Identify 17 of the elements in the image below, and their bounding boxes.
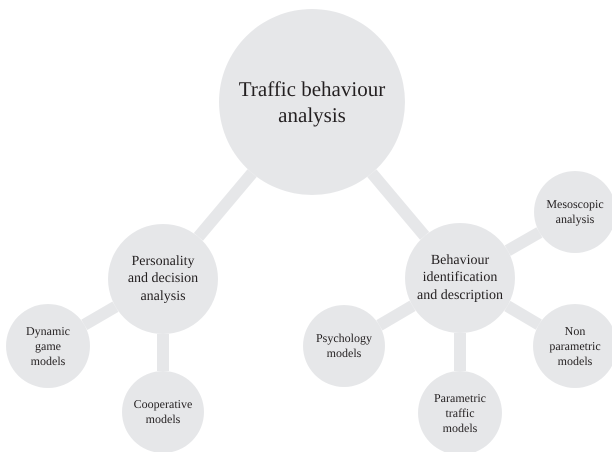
connector-band <box>504 300 542 330</box>
topic-label: Non parametric models <box>548 324 602 368</box>
connector-band <box>504 227 542 256</box>
topic-label: Behaviour identification and description <box>416 252 504 304</box>
connector-band <box>454 333 466 371</box>
topic-label: Personality and decision analysis <box>126 252 200 306</box>
connector-band <box>194 169 257 241</box>
connector-band <box>367 169 430 240</box>
connector-band <box>157 334 169 371</box>
connector-band <box>81 302 118 330</box>
connector-band <box>376 300 416 330</box>
topic-label: Cooperative models <box>132 397 194 427</box>
topic-label: Parametric traffic models <box>433 390 487 436</box>
topic-label: Mesoscopic analysis <box>545 197 605 227</box>
topic-label: Psychology models <box>314 331 373 361</box>
topic-label: Dynamic game models <box>25 324 71 368</box>
topic-label: Traffic behaviour analysis <box>238 76 386 128</box>
